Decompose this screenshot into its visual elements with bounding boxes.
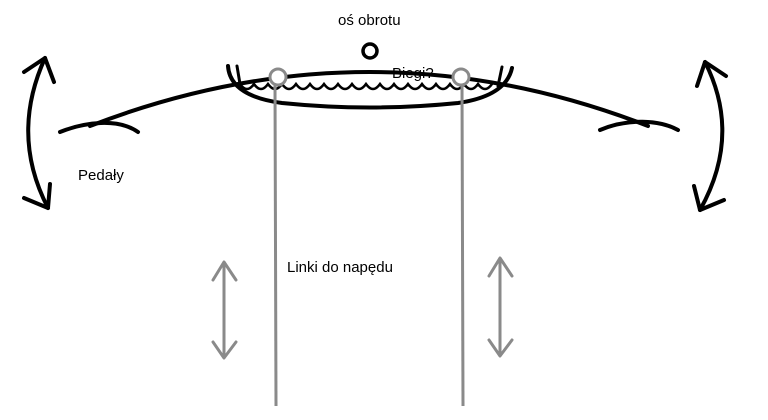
right-link-motion-head-top [487,256,514,278]
pedals-label: Pedały [78,167,124,184]
right-link-motion-head-bottom [487,338,514,358]
right-swing-arrow-head-bottom [692,184,726,212]
left-drive-link [273,84,278,407]
right-swing-arrow [698,60,725,212]
right-pedal-foot [598,119,680,132]
left-link-motion-head-top [211,260,238,282]
left-link-motion-head-bottom [211,340,238,360]
gear-housing [226,64,514,110]
right-drive-link [460,84,465,407]
housing-left-wall [235,64,242,86]
pedal-bar-arc [88,70,650,128]
right-swing-arrow-head-top [695,60,728,88]
rotation-axis-pivot [361,42,379,60]
rotation-axis-label: oś obrotu [338,12,401,29]
left-swing-arrow-head-bottom [22,182,52,210]
left-link-joint [268,67,288,87]
right-link-joint [451,67,471,87]
drive-links-label: Linki do napędu [287,259,393,276]
left-swing-arrow-head-top [22,56,56,84]
housing-right-wall [496,65,504,88]
left-swing-arrow [26,56,50,210]
gears-label: Biegi? [392,65,434,82]
left-pedal-foot [58,121,140,134]
